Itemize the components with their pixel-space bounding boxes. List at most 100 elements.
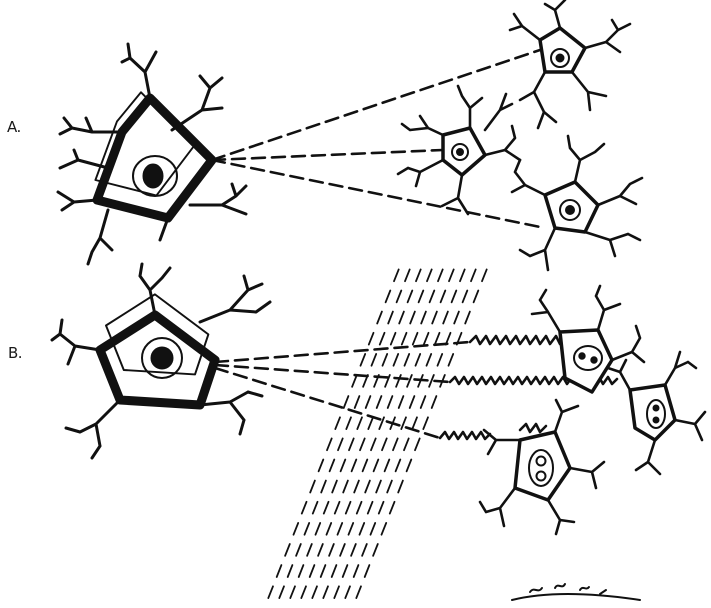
hatch-stroke: [399, 312, 404, 324]
hatch-stroke: [394, 354, 399, 366]
hatch-stroke: [352, 460, 357, 472]
hatch-stroke: [408, 291, 413, 303]
hatch-stroke: [369, 333, 374, 345]
hatch-stroke: [463, 291, 468, 303]
hatch-stroke: [382, 523, 387, 535]
hatch-stroke: [441, 291, 446, 303]
hatch-stroke: [299, 565, 304, 577]
hatch-stroke: [416, 269, 421, 281]
hatch-stroke: [405, 354, 410, 366]
hatch-stroke: [424, 333, 429, 345]
hatch-stroke: [279, 586, 284, 598]
hatch-stroke: [372, 354, 377, 366]
hatch-stroke: [324, 502, 329, 514]
hatch-stroke: [377, 312, 382, 324]
hatch-stroke: [368, 502, 373, 514]
hatch-stroke: [407, 460, 412, 472]
hatch-stroke: [421, 312, 426, 324]
hatch-stroke: [335, 502, 340, 514]
hatch-stroke: [438, 354, 443, 366]
hatch-stroke: [365, 481, 370, 493]
hatch-stroke: [388, 312, 393, 324]
hatch-stroke: [432, 312, 437, 324]
hatch-stroke: [355, 396, 360, 408]
hatch-stroke: [316, 523, 321, 535]
hatch-stroke: [460, 269, 465, 281]
hatch-stroke: [449, 269, 454, 281]
hatch-stroke: [404, 438, 409, 450]
hatch-stroke: [296, 544, 301, 556]
hatch-stroke: [360, 523, 365, 535]
hatch-stroke: [313, 502, 318, 514]
hatch-stroke: [396, 460, 401, 472]
panel-label-a: A.: [7, 118, 21, 136]
hatch-stroke: [349, 523, 354, 535]
connections-a: [212, 50, 545, 228]
hatch-stroke: [290, 586, 295, 598]
hatch-stroke: [351, 544, 356, 556]
hatch-stroke: [357, 502, 362, 514]
hatch-stroke: [307, 544, 312, 556]
hatch-stroke: [338, 438, 343, 450]
hatch-stroke: [294, 523, 299, 535]
hatch-stroke: [385, 460, 390, 472]
hatch-stroke: [373, 544, 378, 556]
hatch-stroke: [405, 269, 410, 281]
hatch-stroke: [330, 460, 335, 472]
hatch-stroke: [346, 502, 351, 514]
hatch-stroke: [363, 460, 368, 472]
hatch-stroke: [397, 291, 402, 303]
hatch-stroke: [432, 396, 437, 408]
hatch-stroke: [393, 438, 398, 450]
hatch-stroke: [329, 544, 334, 556]
hatch-stroke: [368, 417, 373, 429]
hatch-stroke: [443, 312, 448, 324]
nucleolus-a: [143, 164, 163, 188]
hatch-stroke: [341, 460, 346, 472]
hatch-stroke: [361, 354, 366, 366]
connections-b: [215, 342, 470, 438]
hatch-stroke: [277, 565, 282, 577]
hatch-stroke: [390, 502, 395, 514]
hatch-stroke: [343, 481, 348, 493]
hatch-stroke: [410, 312, 415, 324]
hatch-stroke: [429, 375, 434, 387]
hatch-stroke: [471, 269, 476, 281]
hatch-stroke: [318, 544, 323, 556]
hatch-stroke: [399, 396, 404, 408]
hatch-stroke: [427, 354, 432, 366]
hatch-stroke: [338, 523, 343, 535]
hatch-stroke: [382, 438, 387, 450]
hatch-stroke: [310, 481, 315, 493]
hatch-stroke: [421, 396, 426, 408]
hatch-stroke: [312, 586, 317, 598]
target-neuron-a3: [512, 136, 642, 270]
hatch-stroke: [335, 417, 340, 429]
hatch-stroke: [412, 417, 417, 429]
target-neuron-b2: [608, 352, 705, 474]
panel-label-b: B.: [8, 344, 22, 362]
hatch-stroke: [410, 396, 415, 408]
hatch-stroke: [396, 375, 401, 387]
hatch-stroke: [449, 354, 454, 366]
target-neuron-b3: [480, 400, 604, 534]
panel-b: [52, 264, 705, 598]
hatch-stroke: [371, 523, 376, 535]
hatch-stroke: [386, 291, 391, 303]
hatch-stroke: [302, 502, 307, 514]
hatch-stroke: [346, 417, 351, 429]
source-neuron-a: [58, 44, 246, 264]
hatch-stroke: [356, 586, 361, 598]
hatch-stroke: [301, 586, 306, 598]
hatch-stroke: [416, 354, 421, 366]
hatch-stroke: [354, 481, 359, 493]
hatch-stroke: [327, 438, 332, 450]
hatch-stroke: [374, 460, 379, 472]
hatch-stroke: [345, 586, 350, 598]
hatch-stroke: [321, 565, 326, 577]
hatch-stroke: [398, 481, 403, 493]
hatch-stroke: [349, 438, 354, 450]
hatch-stroke: [419, 291, 424, 303]
hatch-stroke: [362, 544, 367, 556]
